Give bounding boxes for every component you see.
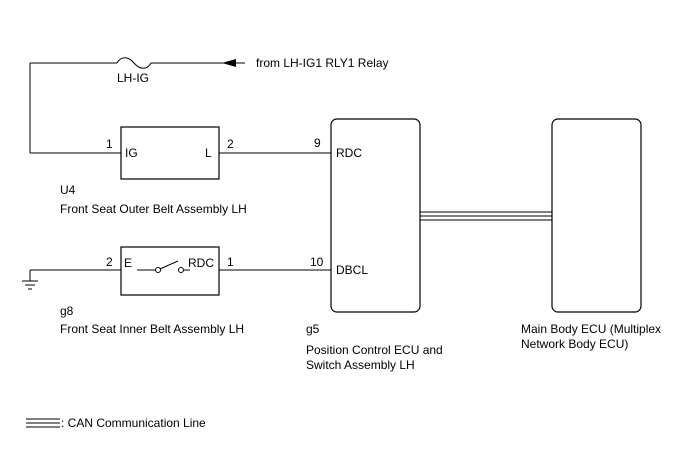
g5-pin-rdc-label: RDC bbox=[336, 146, 362, 160]
arrow-left-icon bbox=[222, 59, 236, 67]
g8-pin-rdc-label: RDC bbox=[188, 256, 214, 270]
main-body-name-line2: Network Body ECU) bbox=[521, 337, 628, 351]
g8-inner-belt-box bbox=[120, 246, 220, 296]
g8-code: g8 bbox=[60, 304, 74, 318]
ground-icon bbox=[22, 280, 38, 290]
g5-name-line1: Position Control ECU and bbox=[306, 343, 443, 357]
g8-pin-e-label: E bbox=[124, 256, 132, 270]
g5-pin-rdc-number: 9 bbox=[314, 136, 321, 150]
ground-wire bbox=[29, 269, 121, 281]
u4-pin-ig-number: 1 bbox=[106, 137, 113, 151]
legend-can-line-icon bbox=[26, 418, 60, 428]
switch-icon bbox=[137, 260, 190, 273]
g8-pin-rdc-number: 1 bbox=[227, 255, 234, 269]
u4-pin-l-number: 2 bbox=[227, 137, 234, 151]
g5-code: g5 bbox=[306, 322, 320, 336]
g8-name: Front Seat Inner Belt Assembly LH bbox=[60, 322, 244, 336]
main-body-ecu-box bbox=[551, 118, 642, 313]
u4-outer-belt-box bbox=[120, 126, 220, 180]
g5-name-line2: Switch Assembly LH bbox=[306, 358, 415, 372]
u4-pin-ig-label: IG bbox=[125, 146, 138, 160]
can-bus-line bbox=[420, 211, 552, 221]
g5-pin-dbcl-label: DBCL bbox=[336, 263, 368, 277]
u4-code: U4 bbox=[60, 183, 76, 197]
fuse-label: LH-IG bbox=[117, 71, 149, 85]
legend-can-label: : CAN Communication Line bbox=[61, 416, 206, 430]
source-label: from LH-IG1 RLY1 Relay bbox=[256, 56, 389, 70]
g5-pin-dbcl-number: 10 bbox=[310, 255, 324, 269]
g8-pin-e-number: 2 bbox=[106, 255, 113, 269]
main-body-name-line1: Main Body ECU (Multiplex bbox=[521, 322, 661, 336]
power-feed-wire bbox=[29, 62, 245, 154]
u4-pin-l-label: L bbox=[205, 146, 212, 160]
u4-name: Front Seat Outer Belt Assembly LH bbox=[60, 202, 247, 216]
fuse-icon bbox=[116, 57, 152, 69]
